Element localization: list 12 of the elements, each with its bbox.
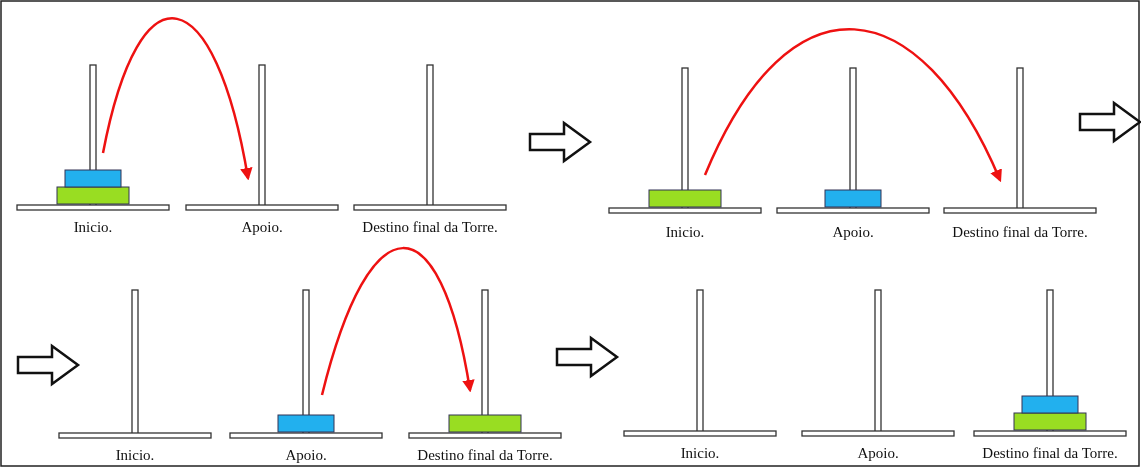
- peg-label: Destino final da Torre.: [982, 444, 1118, 462]
- peg-label: Destino final da Torre.: [362, 218, 498, 236]
- peg-label: Destino final da Torre.: [952, 223, 1088, 241]
- peg-label: Apoio.: [857, 444, 899, 462]
- peg-label: Apoio.: [285, 446, 327, 464]
- peg-label: Inicio.: [665, 223, 705, 241]
- peg-label: Destino final da Torre.: [417, 446, 553, 464]
- peg-label: Inicio.: [73, 218, 113, 236]
- peg-label: Apoio.: [832, 223, 874, 241]
- peg-label: Inicio.: [680, 444, 720, 462]
- peg-label: Inicio.: [115, 446, 155, 464]
- peg-label: Apoio.: [241, 218, 283, 236]
